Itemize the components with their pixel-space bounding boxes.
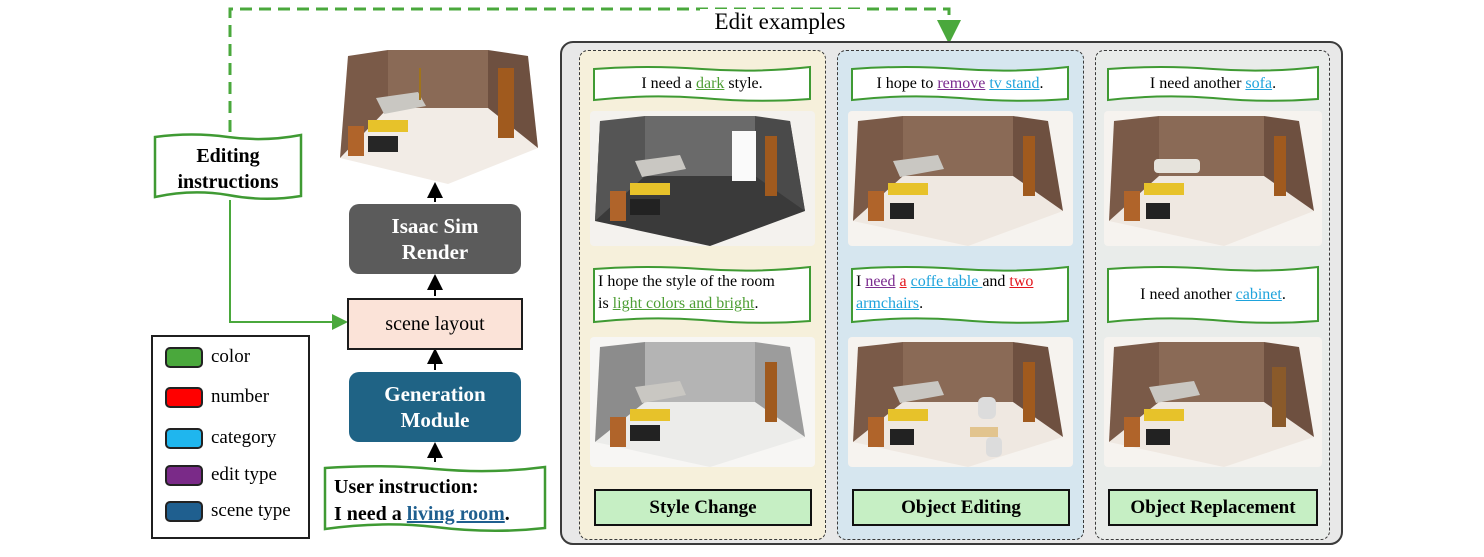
generation-box-line2: Module bbox=[400, 408, 470, 432]
instr-editing-2-text-a: I bbox=[856, 273, 866, 290]
generation-module-box: Generation Module bbox=[349, 372, 521, 442]
scene-layout-box: scene layout bbox=[347, 298, 523, 350]
instr-editing-2-suffix: . bbox=[919, 295, 924, 312]
caption-object-replacement-label: Object Replacement bbox=[1130, 496, 1296, 518]
legend-swatch-category bbox=[165, 427, 203, 449]
instr-style-1-text-a: I need a bbox=[641, 75, 696, 92]
legend-item-color: color bbox=[165, 345, 250, 369]
legend-label-number: number bbox=[211, 386, 270, 407]
instr-frame-style-2 bbox=[593, 265, 811, 324]
editing-remove-render bbox=[848, 111, 1073, 246]
instr-editing-1-text-a: I hope to bbox=[876, 75, 938, 92]
legend-swatch-edit-type bbox=[165, 464, 203, 486]
instr-frame-style-1 bbox=[593, 65, 811, 102]
instr-style-2: I hope the style of the room is light co… bbox=[598, 271, 798, 315]
caption-object-editing: Object Editing bbox=[852, 489, 1070, 526]
instr-style-2-line1: I hope the style of the room bbox=[598, 273, 775, 290]
instr-editing-2-and: and bbox=[982, 273, 1010, 290]
instr-replacement-1-text-a: I need another bbox=[1149, 75, 1246, 92]
instr-replacement-1-text-b: . bbox=[1272, 75, 1277, 92]
edit-examples-title: Edit examples bbox=[700, 9, 860, 35]
replacement-cabinet-render bbox=[1104, 337, 1322, 467]
style-light-render bbox=[590, 337, 815, 467]
render-box-line1: Isaac Sim bbox=[391, 213, 479, 238]
instr-style-2-suffix: . bbox=[754, 295, 759, 312]
editing-add-room-image bbox=[848, 337, 1073, 467]
caption-style-change: Style Change bbox=[594, 489, 812, 526]
replacement-sofa-render bbox=[1104, 111, 1322, 246]
instr-replacement-2-text-b: . bbox=[1281, 286, 1286, 303]
legend-label-scene-type: scene type bbox=[211, 500, 291, 521]
instr-frame-replacement-1 bbox=[1107, 65, 1319, 102]
instr-editing-1-text-b: . bbox=[1039, 75, 1044, 92]
editing-add-render bbox=[848, 337, 1073, 467]
isaac-sim-render-box: Isaac Sim Render bbox=[349, 204, 521, 274]
user-instruction-scene-type: living room bbox=[406, 503, 505, 525]
legend-swatch-scene-type bbox=[165, 500, 203, 522]
legend-swatch-color bbox=[165, 346, 203, 368]
instr-editing-1-category: tv stand bbox=[989, 75, 1040, 92]
legend-label-edit-type: edit type bbox=[211, 464, 277, 485]
user-instruction-prefix: I need a bbox=[334, 503, 407, 525]
edit-examples-panel: I need a dark style. I hope the style of… bbox=[560, 41, 1343, 545]
arrow-instructions-to-layout bbox=[229, 200, 348, 330]
render-box-line2: Render bbox=[401, 240, 469, 264]
editing-instructions-line1: Editing bbox=[196, 145, 260, 167]
instr-frame-replacement-2 bbox=[1107, 265, 1319, 324]
instr-style-1-color: dark bbox=[695, 75, 725, 92]
instr-editing-2: I need a coffe table and two armchairs. bbox=[856, 271, 1061, 315]
instr-style-1: I need a dark style. bbox=[592, 73, 812, 95]
caption-style-change-label: Style Change bbox=[649, 496, 757, 518]
instr-style-2-color: light colors and bright bbox=[612, 295, 755, 312]
editing-instructions-label: Editing instructions bbox=[152, 143, 304, 195]
legend-item-edit-type: edit type bbox=[165, 463, 277, 487]
instr-editing-1: I hope to remove tv stand. bbox=[850, 73, 1070, 95]
style-light-room-image bbox=[590, 337, 815, 467]
caption-object-replacement: Object Replacement bbox=[1108, 489, 1318, 526]
instr-editing-2-number-2: two bbox=[1009, 273, 1034, 290]
legend-item-scene-type: scene type bbox=[165, 499, 291, 523]
instr-style-2-prefix: is bbox=[598, 295, 613, 312]
column-style-change: I need a dark style. I hope the style of… bbox=[579, 50, 826, 540]
instr-style-1-text-b: style. bbox=[724, 75, 763, 92]
dashed-arrow-to-examples bbox=[228, 7, 961, 132]
legend: color number category edit type scene ty… bbox=[151, 335, 310, 539]
instr-editing-2-category-1: coffe table bbox=[910, 273, 983, 290]
legend-item-category: category bbox=[165, 426, 276, 450]
instr-frame-editing-2 bbox=[851, 265, 1069, 324]
instr-editing-1-edit-type: remove bbox=[937, 75, 986, 92]
user-instruction-label: User instruction: bbox=[334, 476, 479, 498]
replacement-sofa-room-image bbox=[1104, 111, 1322, 246]
instr-editing-2-edit-type: need bbox=[865, 273, 896, 290]
scene-layout-label: scene layout bbox=[385, 312, 485, 335]
editing-remove-room-image bbox=[848, 111, 1073, 246]
instr-replacement-2: I need another cabinet. bbox=[1106, 284, 1320, 306]
user-instruction-frame bbox=[323, 464, 547, 533]
instr-replacement-2-category: cabinet bbox=[1235, 286, 1282, 303]
legend-label-color: color bbox=[211, 346, 251, 367]
instr-replacement-2-text-a: I need another bbox=[1140, 286, 1236, 303]
instr-replacement-1: I need another sofa. bbox=[1106, 73, 1320, 95]
editing-instructions-frame bbox=[153, 133, 303, 201]
instr-replacement-1-category: sofa bbox=[1245, 75, 1273, 92]
instr-editing-2-category-2: armchairs bbox=[856, 295, 920, 312]
instr-frame-editing-1 bbox=[851, 65, 1069, 102]
generation-box-line1: Generation bbox=[384, 381, 486, 406]
replacement-cabinet-room-image bbox=[1104, 337, 1322, 467]
legend-label-category: category bbox=[211, 427, 277, 448]
legend-swatch-number bbox=[165, 386, 203, 408]
instr-editing-2-number-1: a bbox=[899, 273, 907, 290]
column-object-replacement: I need another sofa. I need another cabi… bbox=[1095, 50, 1330, 540]
legend-item-number: number bbox=[165, 385, 269, 409]
user-instruction-suffix: . bbox=[504, 503, 510, 525]
style-dark-render bbox=[590, 111, 815, 246]
user-instruction-text: User instruction: I need a living room. bbox=[334, 474, 544, 528]
editing-instructions-line2: instructions bbox=[177, 171, 279, 193]
rendered-room-image bbox=[340, 50, 538, 184]
column-object-editing: I hope to remove tv stand. I need a coff… bbox=[837, 50, 1084, 540]
style-dark-room-image bbox=[590, 111, 815, 246]
caption-object-editing-label: Object Editing bbox=[901, 496, 1021, 518]
